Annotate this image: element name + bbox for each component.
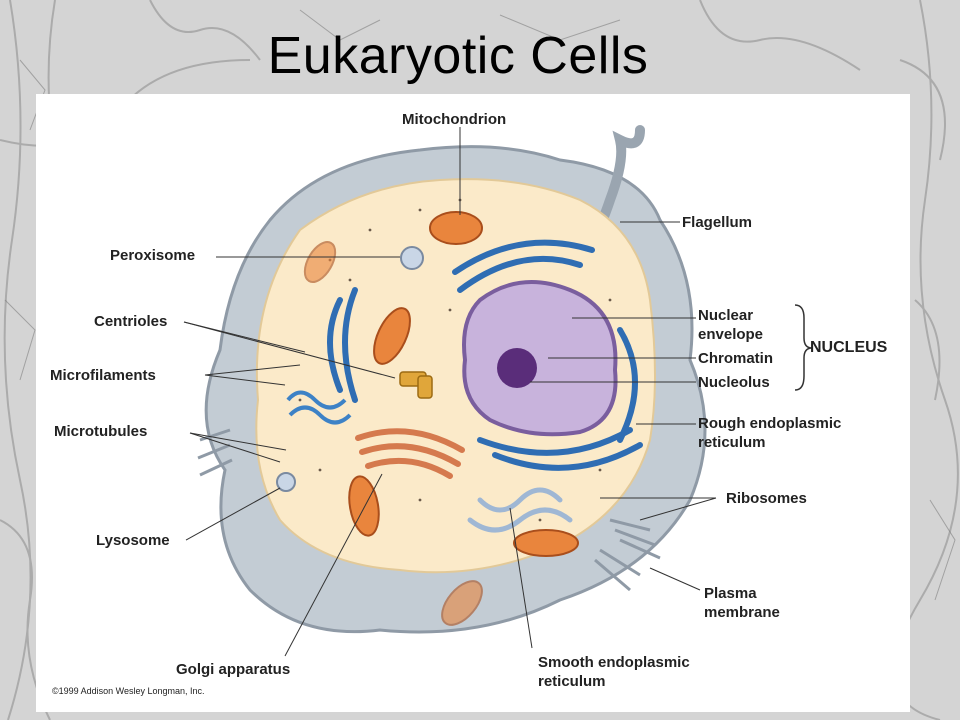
label-nucleolus: Nucleolus — [698, 374, 770, 391]
centrioles-shape — [399, 371, 433, 399]
copyright-text: ©1999 Addison Wesley Longman, Inc. — [52, 686, 205, 696]
label-microtubules: Microtubules — [54, 423, 148, 440]
label-lysosome: Lysosome — [96, 532, 170, 549]
label-peroxisome: Peroxisome — [110, 247, 196, 264]
label-ribosomes: Ribosomes — [726, 490, 807, 507]
label-nucleus: NUCLEUS — [810, 339, 888, 356]
slide-title: Eukaryotic Cells — [267, 27, 649, 85]
peroxisome-shape — [400, 246, 424, 270]
label-mitochondrion: Mitochondrion — [402, 111, 507, 128]
label-golgi: Golgi apparatus — [176, 661, 291, 678]
label-smooth-er: Smooth endoplasmic reticulum — [538, 654, 690, 690]
cytoplasm-shape — [255, 178, 656, 574]
nucleolus-shape — [497, 348, 537, 388]
rough-er-shape — [327, 239, 643, 471]
golgi-shape — [355, 428, 465, 479]
smooth-er-shape — [467, 487, 573, 533]
microtubule-network — [286, 390, 352, 425]
label-rough-er: Rough endoplasmic reticulum — [698, 415, 842, 451]
label-chromatin: Chromatin — [698, 350, 773, 367]
nucleus-brace — [794, 304, 813, 391]
leader-lines — [183, 127, 717, 657]
label-flagellum: Flagellum — [682, 214, 753, 231]
label-plasma-membrane: Plasma membrane — [704, 585, 780, 621]
lysosome-shape — [276, 472, 296, 492]
label-nuclear-envelope: Nuclear envelope — [698, 307, 764, 343]
label-microfilaments: Microfilaments — [50, 367, 156, 384]
label-centrioles: Centrioles — [94, 313, 168, 330]
nucleus-shape — [462, 280, 618, 437]
